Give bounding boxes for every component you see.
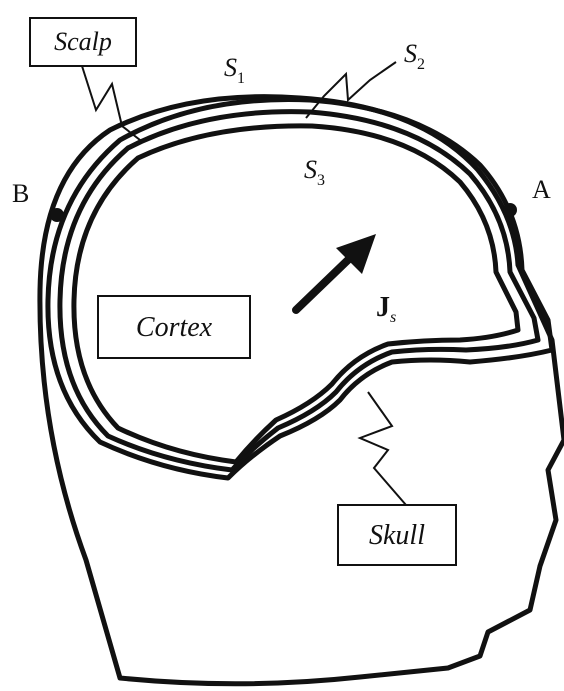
s2-label: S2 [404, 39, 425, 73]
current-arrow-shaft [296, 258, 350, 310]
skull-label: Skull [369, 520, 425, 551]
point-b-label: B [12, 179, 29, 208]
cortex-surface-s3 [74, 126, 518, 462]
cortex-label: Cortex [136, 312, 213, 343]
head-outline [40, 97, 564, 684]
skull-leader-line [360, 392, 406, 505]
current-density-label: Js [376, 292, 396, 326]
s1-label-sub: 1 [237, 70, 245, 87]
current-density-sub: s [390, 309, 396, 326]
s2-label-base: S [404, 39, 417, 68]
s3-label-base: S [304, 155, 317, 184]
point-b-marker [50, 208, 64, 222]
scalp-label: Scalp [54, 27, 112, 56]
point-a-label: A [532, 175, 551, 204]
s3-label: S3 [304, 155, 325, 189]
s1-label: S1 [224, 53, 245, 87]
s2-label-sub: 2 [417, 56, 425, 73]
s1-label-base: S [224, 53, 237, 82]
scalp-surface-s1 [48, 100, 552, 479]
s3-label-sub: 3 [317, 172, 325, 189]
point-a-marker [503, 203, 517, 217]
current-density-base: J [376, 292, 390, 323]
